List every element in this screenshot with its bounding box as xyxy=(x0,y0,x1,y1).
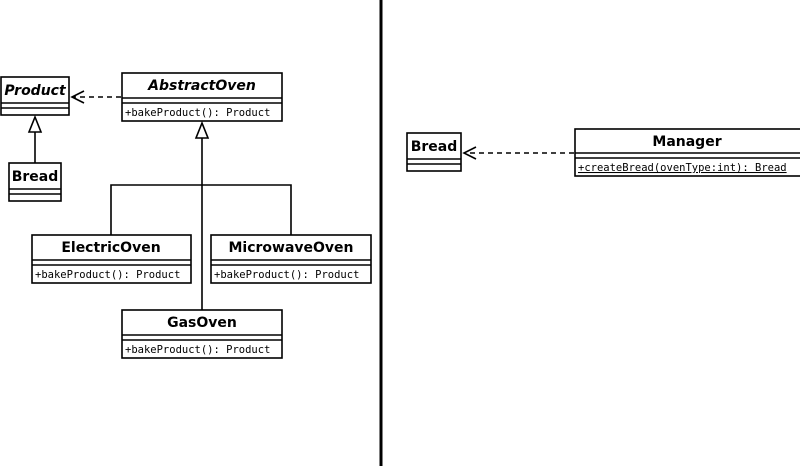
generalization-bread-product xyxy=(27,114,43,163)
class-manager-operation: +createBread(ovenType:int): Bread xyxy=(578,162,787,174)
dependency-manager-bread xyxy=(462,146,574,160)
class-manager-name: Manager xyxy=(652,134,721,150)
class-abstract-oven[interactable]: AbstractOven +bakeProduct(): Product xyxy=(121,72,283,122)
class-product[interactable]: Product xyxy=(0,76,70,116)
class-microwave-oven-operation: +bakeProduct(): Product xyxy=(214,269,359,281)
class-gas-oven-name: GasOven xyxy=(167,315,237,331)
class-bread-left-name: Bread xyxy=(12,169,59,185)
class-gas-oven-operation: +bakeProduct(): Product xyxy=(125,344,270,356)
class-product-name: Product xyxy=(4,83,67,99)
class-manager[interactable]: Manager +createBread(ovenType:int): Brea… xyxy=(574,128,800,177)
class-bread-right[interactable]: Bread xyxy=(406,132,462,172)
class-microwave-oven-name: MicrowaveOven xyxy=(228,240,353,256)
class-microwave-oven[interactable]: MicrowaveOven +bakeProduct(): Product xyxy=(210,234,372,284)
class-bread-left[interactable]: Bread xyxy=(8,162,62,202)
generalization-ovens-abstractoven xyxy=(110,120,292,310)
class-bread-right-name: Bread xyxy=(411,139,458,155)
class-electric-oven[interactable]: ElectricOven +bakeProduct(): Product xyxy=(31,234,192,284)
class-electric-oven-operation: +bakeProduct(): Product xyxy=(35,269,180,281)
class-abstract-oven-operation: +bakeProduct(): Product xyxy=(125,107,270,119)
class-abstract-oven-name: AbstractOven xyxy=(147,78,256,94)
class-electric-oven-name: ElectricOven xyxy=(61,240,160,256)
class-gas-oven[interactable]: GasOven +bakeProduct(): Product xyxy=(121,309,283,359)
dependency-abstractoven-product xyxy=(70,90,121,104)
